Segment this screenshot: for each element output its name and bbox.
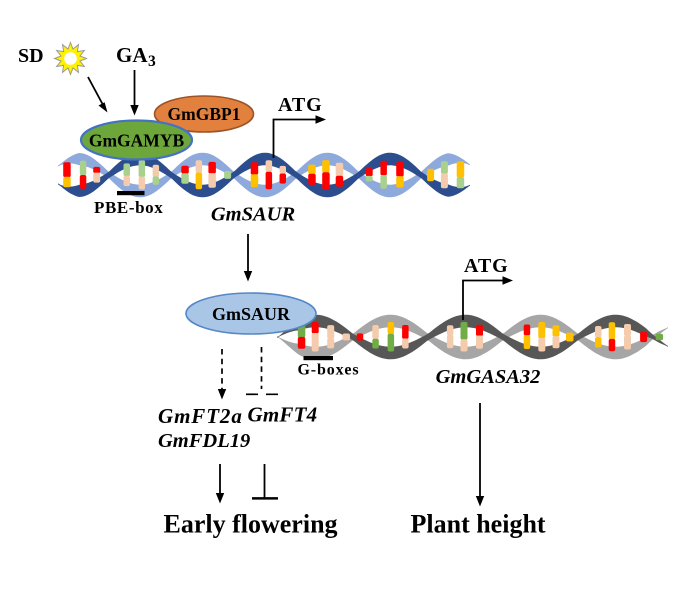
svg-text:GmSAUR: GmSAUR: [211, 204, 295, 226]
svg-text:GmFDL19: GmFDL19: [158, 430, 250, 452]
svg-text:GmGBP1: GmGBP1: [168, 104, 241, 124]
svg-text:ATG: ATG: [464, 255, 509, 277]
svg-text:GmSAUR: GmSAUR: [212, 304, 291, 324]
svg-text:GmFT2a: GmFT2a: [158, 404, 243, 428]
svg-text:SD: SD: [18, 45, 44, 67]
svg-text:ATG: ATG: [278, 94, 323, 116]
svg-text:3: 3: [148, 53, 156, 70]
svg-text:Plant height: Plant height: [411, 510, 546, 539]
svg-text:GmFT4: GmFT4: [248, 403, 318, 427]
svg-text:GmGASA32: GmGASA32: [436, 366, 541, 388]
svg-text:Early flowering: Early flowering: [164, 510, 338, 539]
svg-text:GA: GA: [116, 43, 148, 67]
svg-text:G-boxes: G-boxes: [298, 362, 360, 379]
svg-text:PBE-box: PBE-box: [94, 198, 163, 217]
svg-text:GmGAMYB: GmGAMYB: [89, 131, 185, 151]
